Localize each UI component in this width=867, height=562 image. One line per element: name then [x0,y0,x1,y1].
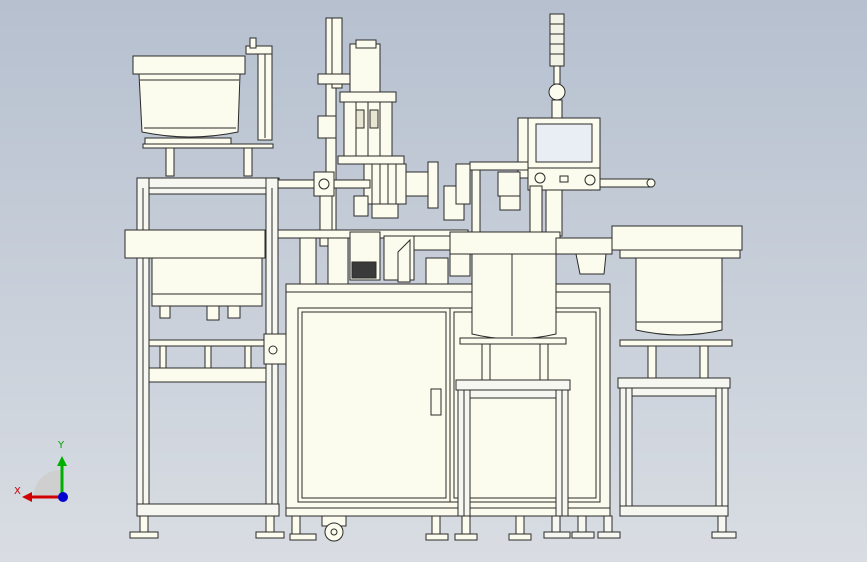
triad-plane [33,469,62,497]
center-stand [455,379,595,539]
left-bowl-bracket [245,37,273,141]
z-axis-dot [58,492,68,502]
signal-tower [548,13,566,119]
press-column [317,17,471,239]
left-feeder-assembly [124,37,287,539]
center-bracket [469,161,563,241]
left-linear-feeder [124,229,266,321]
cabinet-caster [321,515,347,542]
right-feeder-assembly [611,225,743,379]
axis-triad [22,456,68,502]
axis-x-label: X [14,486,21,497]
left-stand-feet [129,515,285,539]
hmi-panel [517,117,601,191]
left-vibratory-bowl [132,55,274,177]
work-table [277,229,471,285]
right-stand [597,377,737,539]
axis-y-label: Y [58,440,65,451]
center-vibratory-bowl [449,231,613,381]
left-shelf [148,333,287,383]
